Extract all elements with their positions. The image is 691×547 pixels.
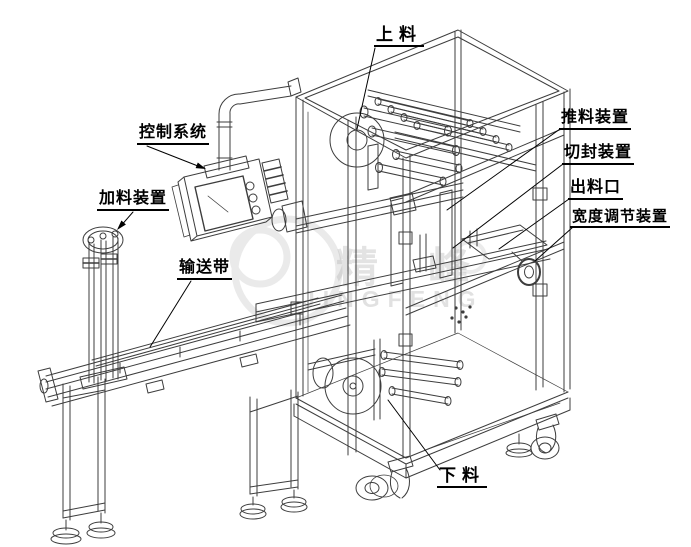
pusher-cylinders [367,143,463,191]
label-conveyor-belt: 输送带 [177,259,233,280]
caster-right [505,413,560,460]
conveyor-leg-left [50,376,116,545]
upper-guide-cylinders [359,105,460,156]
leader-arrowheads [117,162,206,230]
label-cut-seal-device: 切封装置 [562,144,635,165]
label-pushing-device: 推料装置 [559,109,632,130]
cut-seal-plates [390,189,453,287]
film-roll-top [329,112,385,168]
label-unloading: 下料 [437,467,487,488]
width-adjust-handwheel [511,251,541,286]
label-feeding-device: 加料装置 [97,190,170,211]
leader-lines [118,47,574,471]
label-control-system: 控制系统 [137,124,210,145]
perforated-dots [450,305,472,324]
conveyor-leg-right [239,389,308,520]
label-discharge-outlet: 出料口 [568,179,624,200]
feeding-device-rods [79,226,128,390]
caster-front [355,455,414,501]
label-loading: 上料 [374,26,424,47]
label-width-adjust-device: 宽度调节装置 [570,209,671,228]
film-roll-bottom [312,357,382,415]
